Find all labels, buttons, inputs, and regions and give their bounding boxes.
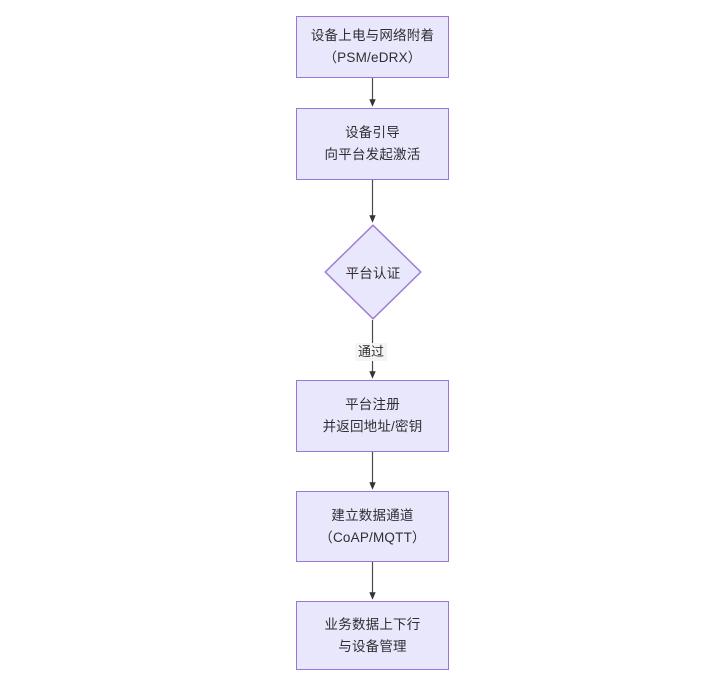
edge-label-pass: 通过: [355, 343, 388, 361]
node-platform-register[interactable]: 平台注册 并返回地址/密钥: [296, 380, 449, 452]
node-power-on[interactable]: 设备上电与网络附着 （PSM/eDRX）: [296, 16, 449, 78]
node-platform-auth[interactable]: 平台认证: [324, 224, 422, 320]
node-data-channel-line2: （CoAP/MQTT）: [319, 529, 426, 545]
node-bootstrap-line2: 向平台发起激活: [324, 147, 421, 162]
node-platform-register-line2: 并返回地址/密钥: [322, 419, 423, 434]
node-bootstrap-line1: 设备引导: [345, 125, 400, 140]
node-data-channel-line1: 建立数据通道: [331, 507, 414, 523]
node-power-on-line2: （PSM/eDRX）: [323, 50, 422, 65]
node-business-data[interactable]: 业务数据上下行 与设备管理: [296, 601, 449, 670]
node-business-data-line1: 业务数据上下行: [324, 616, 421, 632]
node-business-data-line2: 与设备管理: [338, 638, 407, 654]
node-power-on-line1: 设备上电与网络附着: [310, 28, 435, 43]
node-platform-register-line1: 平台注册: [345, 397, 400, 412]
node-data-channel[interactable]: 建立数据通道 （CoAP/MQTT）: [296, 491, 449, 562]
diamond-shape-icon: [324, 224, 422, 320]
node-bootstrap[interactable]: 设备引导 向平台发起激活: [296, 108, 449, 180]
node-platform-auth-label: 平台认证: [345, 266, 401, 281]
